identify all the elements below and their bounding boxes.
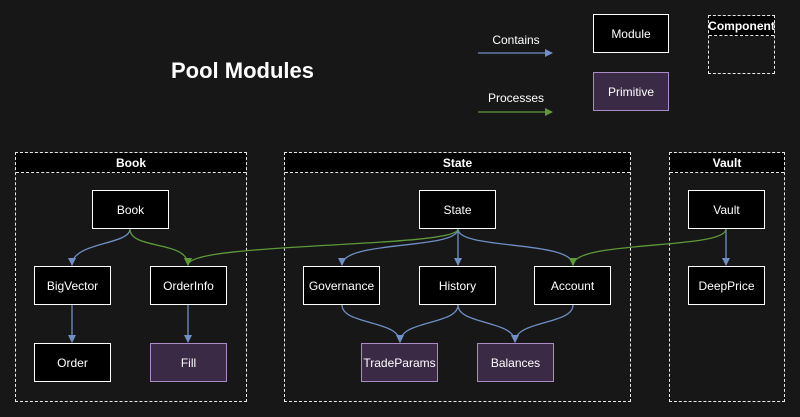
node-order: Order: [34, 343, 111, 382]
legend-component-label: Component: [708, 16, 775, 36]
edge-governance-tradeparams: [341, 304, 404, 343]
node-state: State: [419, 190, 496, 229]
node-fill: Fill: [150, 343, 227, 382]
legend-processes-label: Processes: [487, 91, 545, 105]
group-vault-header: Vault: [670, 153, 784, 173]
edge-state-governance: [338, 228, 459, 266]
node-vault: Vault: [688, 190, 765, 229]
edge-history-balances: [457, 304, 519, 343]
node-account: Account: [534, 266, 611, 305]
group-book-header: Book: [16, 153, 246, 173]
node-bigvector: BigVector: [34, 266, 111, 305]
group-vault: Vault: [669, 152, 785, 402]
edge-vault-account: [569, 228, 727, 266]
legend-component-box: Component: [708, 15, 775, 74]
legend-primitive-box: Primitive: [593, 72, 669, 111]
edge-book-bigvector: [68, 228, 131, 266]
node-orderinfo: OrderInfo: [150, 266, 227, 305]
legend-contains-label: Contains: [492, 33, 540, 47]
node-book: Book: [92, 190, 169, 229]
group-state-header: State: [285, 153, 630, 173]
edge-account-balances: [511, 304, 574, 343]
legend-module-box: Module: [593, 14, 669, 53]
node-history: History: [419, 266, 496, 305]
group-book: Book: [15, 152, 247, 402]
node-balances: Balances: [477, 343, 554, 382]
edge-book-orderinfo: [129, 228, 192, 266]
diagram-title: Pool Modules: [171, 58, 314, 83]
edge-history-tradeparams: [396, 304, 459, 343]
edge-state-orderinfo: [184, 228, 459, 266]
node-governance: Governance: [303, 266, 380, 305]
node-deepprice: DeepPrice: [688, 266, 765, 305]
node-tradeparams: TradeParams: [361, 343, 438, 382]
edge-state-account: [457, 228, 577, 266]
group-state: State: [284, 152, 631, 402]
